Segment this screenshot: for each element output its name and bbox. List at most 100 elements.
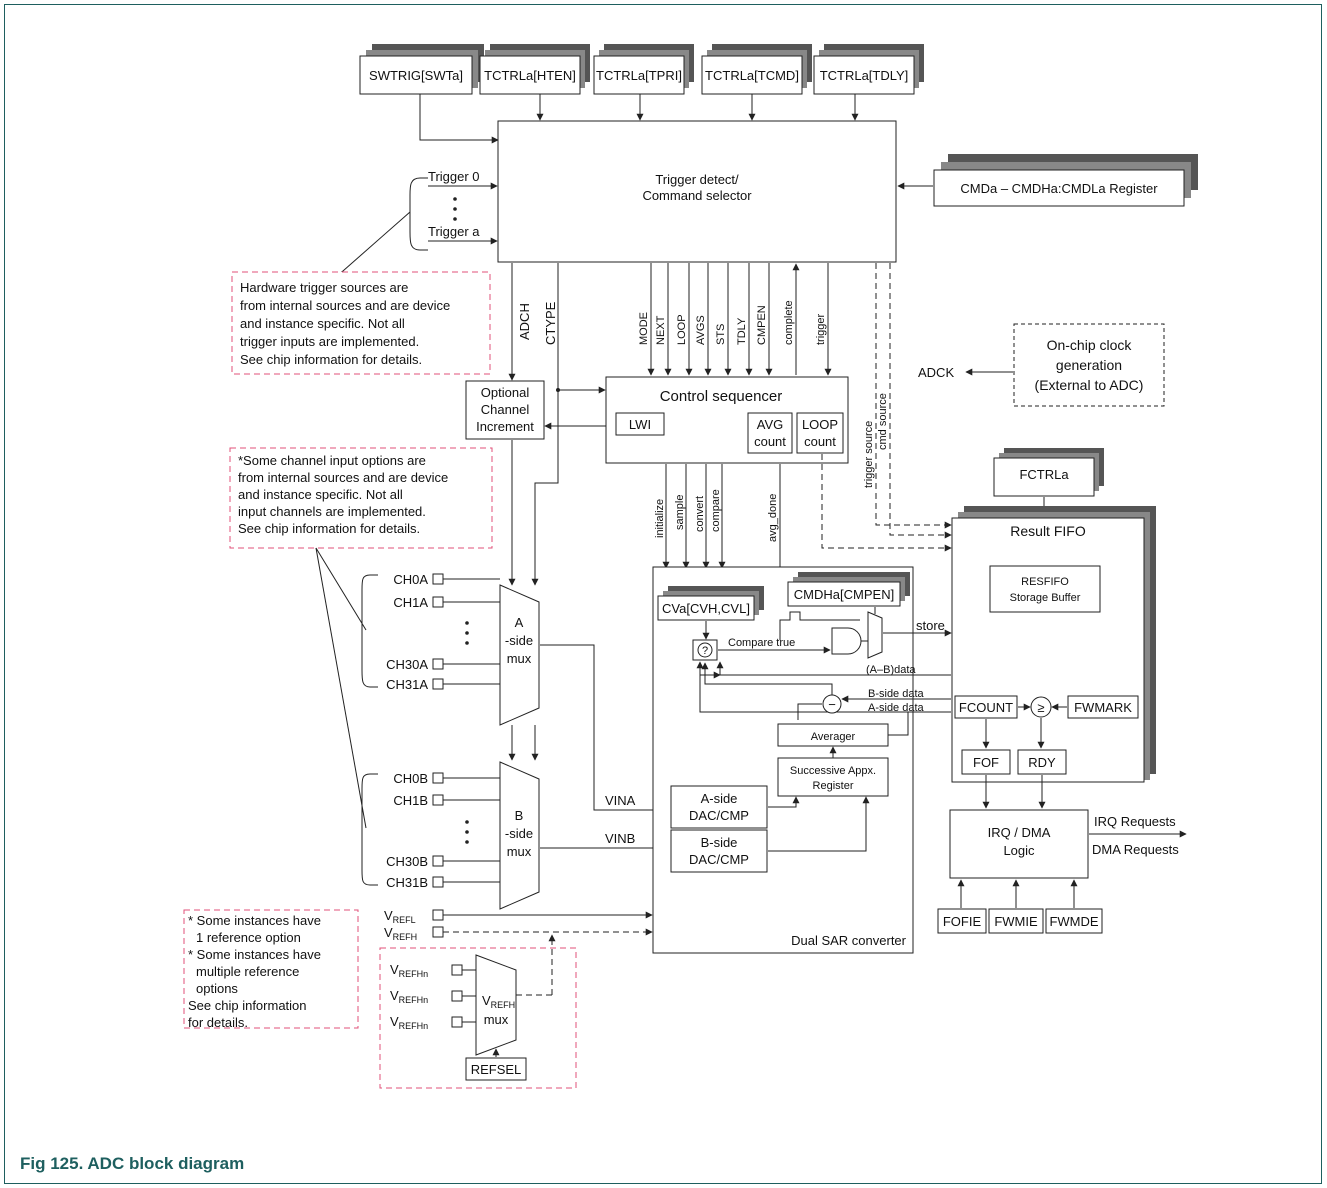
- cva-label: CVa[CVH,CVL]: [662, 601, 750, 616]
- note-vref-box: [183, 909, 359, 1029]
- signal-trigger-source: trigger source: [863, 421, 875, 488]
- note-line: trigger inputs are implemented.: [240, 334, 419, 349]
- register-label: TCTRLa[TPRI]: [596, 68, 682, 83]
- channel-label: CH31B: [386, 875, 428, 890]
- loop-label: LOOP: [802, 417, 838, 432]
- signal-sts: STS: [715, 324, 727, 345]
- irq-line-2: Logic: [1003, 843, 1035, 858]
- cmd-register-label: CMDa – CMDHa:CMDLa Register: [960, 181, 1158, 196]
- sar-register-block: [777, 757, 889, 797]
- vrefh-label: VREFH: [384, 925, 417, 942]
- vrefhn-label: VREFHn: [390, 988, 428, 1005]
- avg-count-box: [747, 412, 793, 454]
- pin-ch0b: [432, 772, 444, 784]
- dma-requests-label: DMA Requests: [1092, 842, 1179, 857]
- note-line: multiple reference: [196, 964, 299, 979]
- compare-block: [692, 639, 718, 661]
- note-line: See chip information: [188, 998, 307, 1013]
- refsel-label: REFSEL: [471, 1062, 522, 1077]
- store-label: store: [916, 618, 945, 633]
- vertical-signal-labels: ADCH CTYPE MODE NEXT LOOP AVGS STS TDLY …: [517, 300, 889, 488]
- optional-channel-line-2: Channel: [481, 402, 530, 417]
- note-line: * Some instances have: [188, 913, 321, 928]
- averager-label: Averager: [811, 731, 856, 743]
- figure-caption: Fig 125. ADC block diagram: [20, 1154, 245, 1173]
- pin-vrefhn: [451, 1016, 463, 1028]
- resfifo-block: [989, 565, 1101, 613]
- rdy-block: [1017, 749, 1067, 775]
- channel-label: CH31A: [386, 677, 428, 692]
- mux-a-output: [508, 644, 671, 814]
- note-line: *Some channel input options are: [238, 453, 426, 468]
- lwi-box: [615, 412, 665, 436]
- junction-dot: [556, 388, 560, 392]
- question-icon: [697, 642, 713, 658]
- optional-channel-connections: [508, 386, 615, 586]
- pulse-signal: [779, 611, 860, 640]
- refsel-block: [465, 1057, 527, 1081]
- fcount-label: FCOUNT: [959, 700, 1013, 715]
- lwi-label: LWI: [629, 417, 651, 432]
- vref-main: V: [390, 962, 399, 977]
- note-line: 1 reference option: [196, 930, 301, 945]
- note-line: options: [196, 981, 238, 996]
- avg-count-label: count: [754, 434, 786, 449]
- control-sequencer-title: Control sequencer: [660, 388, 783, 405]
- note-line: for details.: [188, 1015, 248, 1030]
- a-side-mux: [499, 584, 540, 726]
- irq-requests-label: IRQ Requests: [1094, 814, 1176, 829]
- channel-label: CH30A: [386, 657, 428, 672]
- note-line: See chip information for details.: [240, 352, 422, 367]
- signal-trigger: trigger: [815, 313, 827, 345]
- figure-frame: [4, 4, 1322, 1184]
- vref-sub: REFHn: [399, 1021, 429, 1031]
- mux-b-line-3: mux: [507, 844, 532, 859]
- fctrl-label: FCTRLa: [1019, 467, 1069, 482]
- avg-label: AVG: [757, 417, 784, 432]
- optional-channel-line-3: Increment: [476, 419, 534, 434]
- cmdh-label: CMDHa[CMPEN]: [794, 587, 894, 602]
- signal-compare: compare: [710, 489, 722, 532]
- clock-line-1: On-chip clock: [1047, 337, 1133, 353]
- note-line: input channels are implemented.: [238, 504, 426, 519]
- note-channels-box: [229, 447, 493, 549]
- register-tctrl-tpri: TCTRLa[TPRI]: [593, 44, 694, 95]
- signal-tdly: TDLY: [736, 317, 748, 345]
- signal-avg-done: avg_done: [767, 494, 779, 542]
- b-side-data-label: B-side data: [868, 688, 925, 700]
- fwmie-label: FWMIE: [994, 914, 1038, 929]
- dac-to-sar: [768, 796, 870, 852]
- optional-channel-line-1: Optional: [481, 385, 530, 400]
- register-label: SWTRIG[SWTa]: [369, 68, 463, 83]
- note-channels-leaders: [315, 547, 378, 886]
- signal-cmd-source: cmd source: [877, 393, 889, 450]
- vref-main: V: [384, 908, 393, 923]
- trigger-0-label: Trigger 0: [428, 169, 480, 184]
- clock-line-2: generation: [1056, 357, 1122, 373]
- enable-arrows: [957, 879, 1078, 908]
- b-dac-line-2: DAC/CMP: [689, 852, 749, 867]
- result-fifo: Result FIFO: [951, 506, 1156, 783]
- note-line: Hardware trigger sources are: [240, 280, 408, 295]
- vina-label: VINA: [605, 793, 636, 808]
- vref-lines: [443, 911, 653, 996]
- and-gate: [831, 627, 862, 655]
- fwmark-label: FWMARK: [1074, 700, 1132, 715]
- mux-b-line-1: B: [515, 808, 524, 823]
- question-label: ?: [702, 645, 708, 657]
- register-tctrl-tdly: TCTRLa[TDLY]: [813, 44, 924, 95]
- vrefhn-label: VREFHn: [390, 1014, 428, 1031]
- sequencer-output-labels: initialize sample convert compare avg_do…: [654, 489, 779, 542]
- signal-ctype: CTYPE: [543, 301, 558, 345]
- signal-complete: complete: [783, 300, 795, 345]
- vref-main: V: [390, 988, 399, 1003]
- b-side-mux: [499, 761, 540, 910]
- vref-sub: REFHn: [399, 969, 429, 979]
- ab-data-label: (A–B)data: [866, 664, 916, 676]
- a-side-data-label: A-side data: [868, 702, 925, 714]
- fwmie-block: [988, 908, 1044, 934]
- a-dac-line-1: A-side: [701, 791, 738, 806]
- cmdh-register: CMDHa[CMPEN]: [787, 572, 910, 607]
- vref-main: V: [482, 993, 491, 1008]
- channel-label: CH1B: [393, 793, 428, 808]
